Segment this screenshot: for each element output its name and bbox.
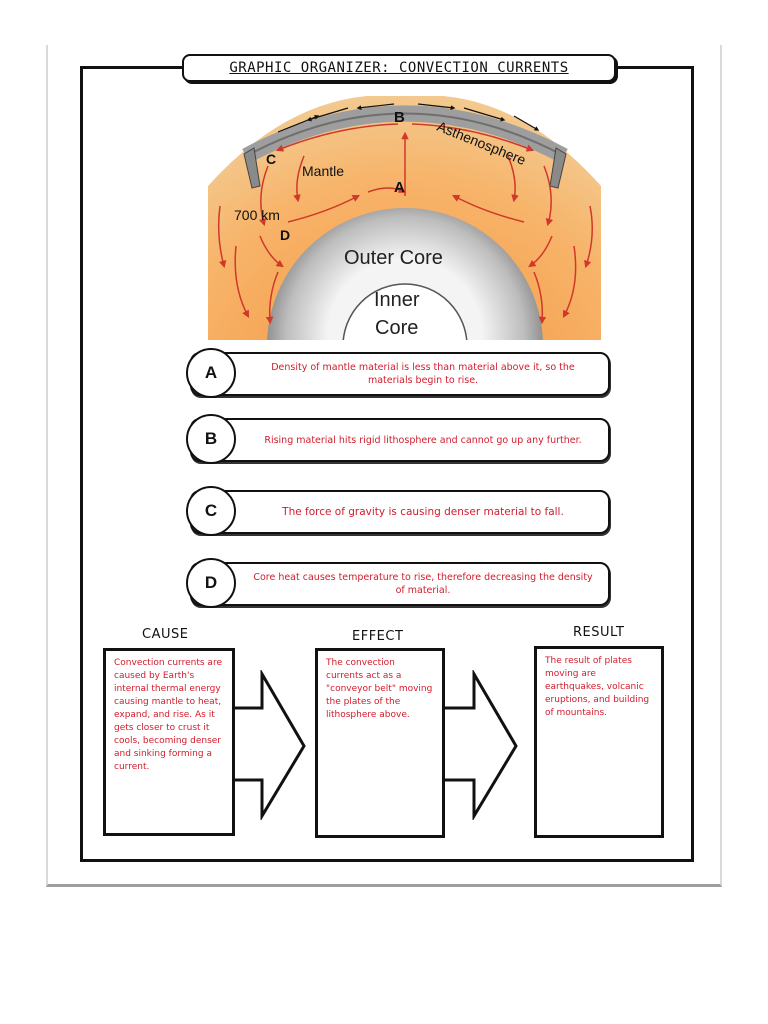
point-row-b: B Rising material hits rigid lithosphere… — [186, 414, 610, 464]
point-letter-b: B — [186, 414, 236, 464]
result-heading: RESULT — [573, 625, 625, 640]
label-inner-core-2: Core — [375, 317, 418, 339]
point-row-c: C The force of gravity is causing denser… — [186, 486, 610, 536]
label-d: D — [280, 227, 290, 243]
left-slab — [243, 147, 261, 189]
cause-heading: CAUSE — [142, 627, 189, 642]
point-letter-d: D — [186, 558, 236, 608]
label-mantle: Mantle — [302, 163, 344, 179]
label-outer-core: Outer Core — [344, 247, 443, 269]
point-letter-a: A — [186, 348, 236, 398]
point-text-b: Rising material hits rigid lithosphere a… — [264, 434, 582, 446]
result-box: The result of plates moving are earthqua… — [534, 646, 664, 838]
point-row-d: D Core heat causes temperature to rise, … — [186, 558, 610, 608]
label-c: C — [266, 151, 276, 167]
label-inner-core-1: Inner — [374, 289, 420, 311]
page-title: GRAPHIC ORGANIZER: CONVECTION CURRENTS — [229, 60, 569, 76]
result-text: The result of plates moving are earthqua… — [545, 656, 650, 718]
label-a: A — [394, 179, 405, 196]
convection-diagram: B Asthenosphere C Mantle A 700 km D Oute… — [208, 96, 601, 340]
cause-text: Convection currents are caused by Earth'… — [114, 658, 222, 772]
label-depth: 700 km — [234, 207, 280, 223]
label-b: B — [394, 109, 405, 126]
outer-core — [267, 208, 543, 340]
point-letter-c: C — [186, 486, 236, 536]
effect-box: The convection currents act as a "convey… — [315, 648, 445, 838]
inner-core — [342, 283, 468, 340]
effect-to-result-arrow — [442, 670, 518, 820]
cause-box: Convection currents are caused by Earth'… — [103, 648, 235, 836]
title-banner: GRAPHIC ORGANIZER: CONVECTION CURRENTS — [182, 54, 616, 82]
point-text-c: The force of gravity is causing denser m… — [282, 505, 564, 518]
cause-to-effect-arrow — [230, 670, 306, 820]
point-row-a: A Density of mantle material is less tha… — [186, 348, 610, 398]
point-text-d: Core heat causes temperature to rise, th… — [253, 572, 593, 596]
point-text-a: Density of mantle material is less than … — [271, 362, 575, 386]
effect-text: The convection currents act as a "convey… — [326, 658, 433, 720]
effect-heading: EFFECT — [352, 629, 404, 644]
